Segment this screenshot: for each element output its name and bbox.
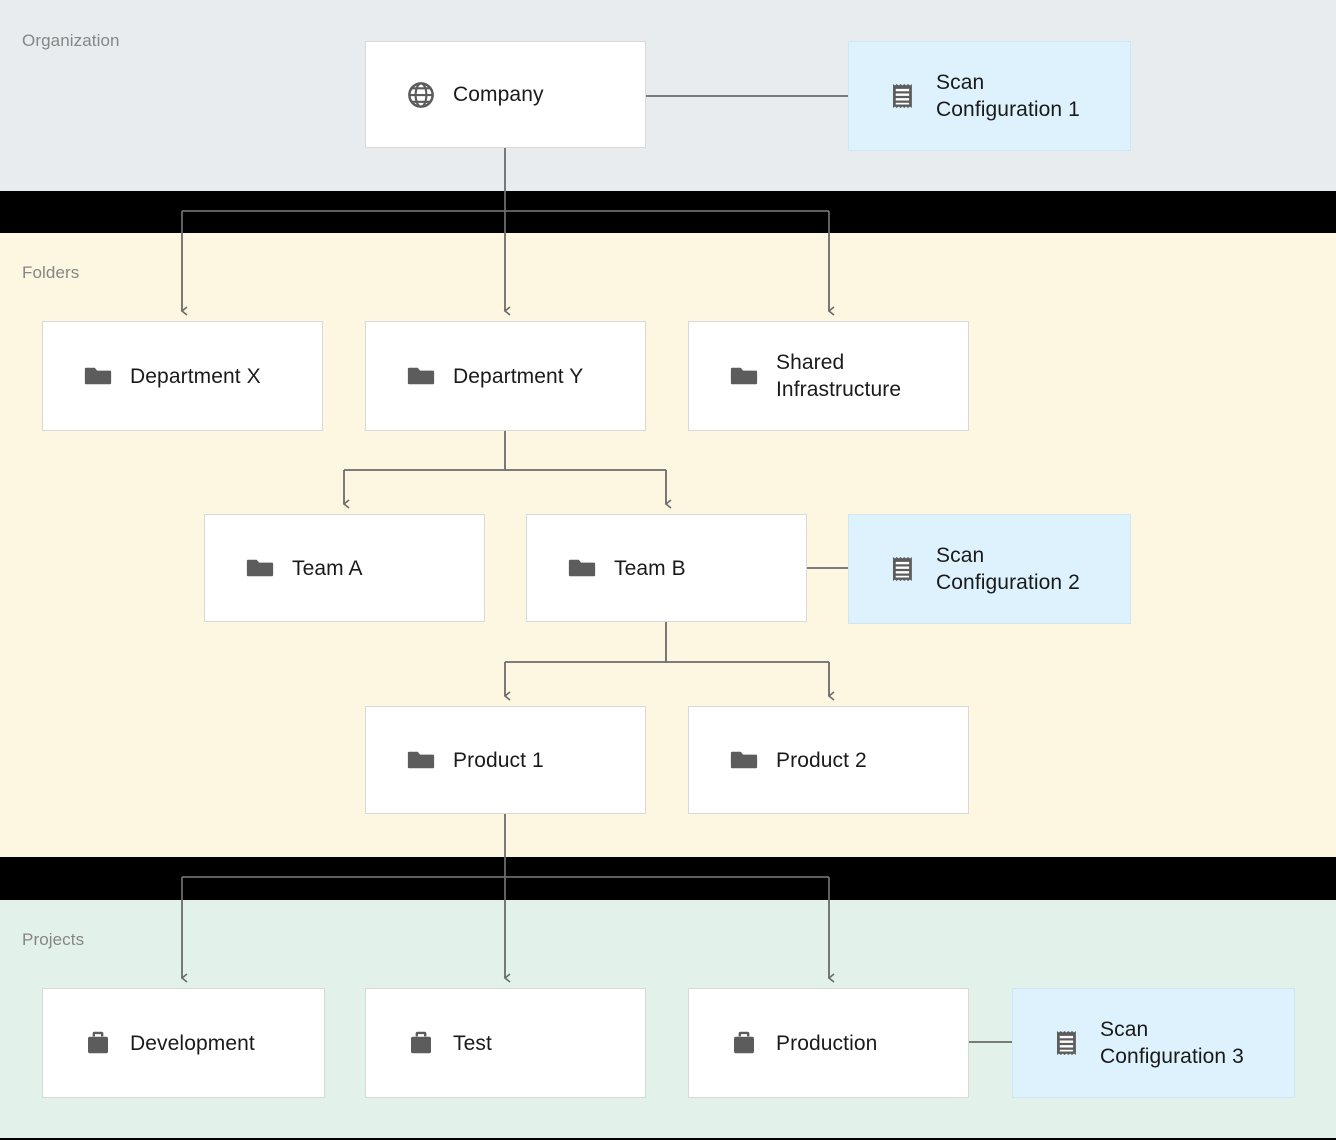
node-label: Test: [453, 1031, 492, 1055]
swimlane-label-folders: Folders: [22, 263, 80, 282]
node-label: Development: [130, 1031, 255, 1055]
node-product-2[interactable]: Product 2: [688, 706, 969, 814]
node-department-y[interactable]: Department Y: [365, 321, 646, 431]
briefcase-icon: [83, 1028, 113, 1058]
node-scan-configuration-1[interactable]: Scan Configuration 1: [848, 41, 1131, 151]
globe-icon: [406, 80, 436, 110]
folder-icon: [729, 745, 759, 775]
node-production[interactable]: Production: [688, 988, 969, 1098]
node-scan-configuration-2[interactable]: Scan Configuration 2: [848, 514, 1131, 624]
node-team-b[interactable]: Team B: [526, 514, 807, 622]
node-label: Team A: [292, 556, 363, 580]
node-label: Scan Configuration 2: [936, 544, 1080, 594]
node-team-a[interactable]: Team A: [204, 514, 485, 622]
briefcase-icon: [729, 1028, 759, 1058]
folder-icon: [83, 361, 113, 391]
briefcase-icon: [406, 1028, 436, 1058]
folder-icon: [729, 361, 759, 391]
swimlane-label-organization: Organization: [22, 31, 120, 50]
node-department-x[interactable]: Department X: [42, 321, 323, 431]
node-label: Product 2: [776, 748, 867, 772]
node-label: Scan Configuration 3: [1100, 1018, 1244, 1068]
node-test[interactable]: Test: [365, 988, 646, 1098]
node-scan-configuration-3[interactable]: Scan Configuration 3: [1012, 988, 1295, 1098]
node-label: Shared Infrastructure: [776, 351, 902, 401]
receipt-icon: [889, 81, 919, 111]
node-development[interactable]: Development: [42, 988, 325, 1098]
node-label: Department Y: [453, 364, 584, 388]
node-label: Product 1: [453, 748, 544, 772]
node-shared-infrastructure[interactable]: Shared Infrastructure: [688, 321, 969, 431]
receipt-icon: [1053, 1028, 1083, 1058]
node-label: Production: [776, 1031, 878, 1055]
swimlane-organization: [0, 0, 1336, 191]
receipt-icon: [889, 554, 919, 584]
folder-icon: [406, 745, 436, 775]
node-product-1[interactable]: Product 1: [365, 706, 646, 814]
node-label: Company: [453, 83, 544, 106]
node-label: Team B: [614, 556, 686, 580]
folder-icon: [245, 553, 275, 583]
node-label: Department X: [130, 364, 261, 388]
folder-icon: [567, 553, 597, 583]
node-label: Scan Configuration 1: [936, 71, 1080, 121]
node-company[interactable]: Company: [365, 41, 646, 148]
folder-icon: [406, 361, 436, 391]
swimlane-label-projects: Projects: [22, 930, 85, 949]
